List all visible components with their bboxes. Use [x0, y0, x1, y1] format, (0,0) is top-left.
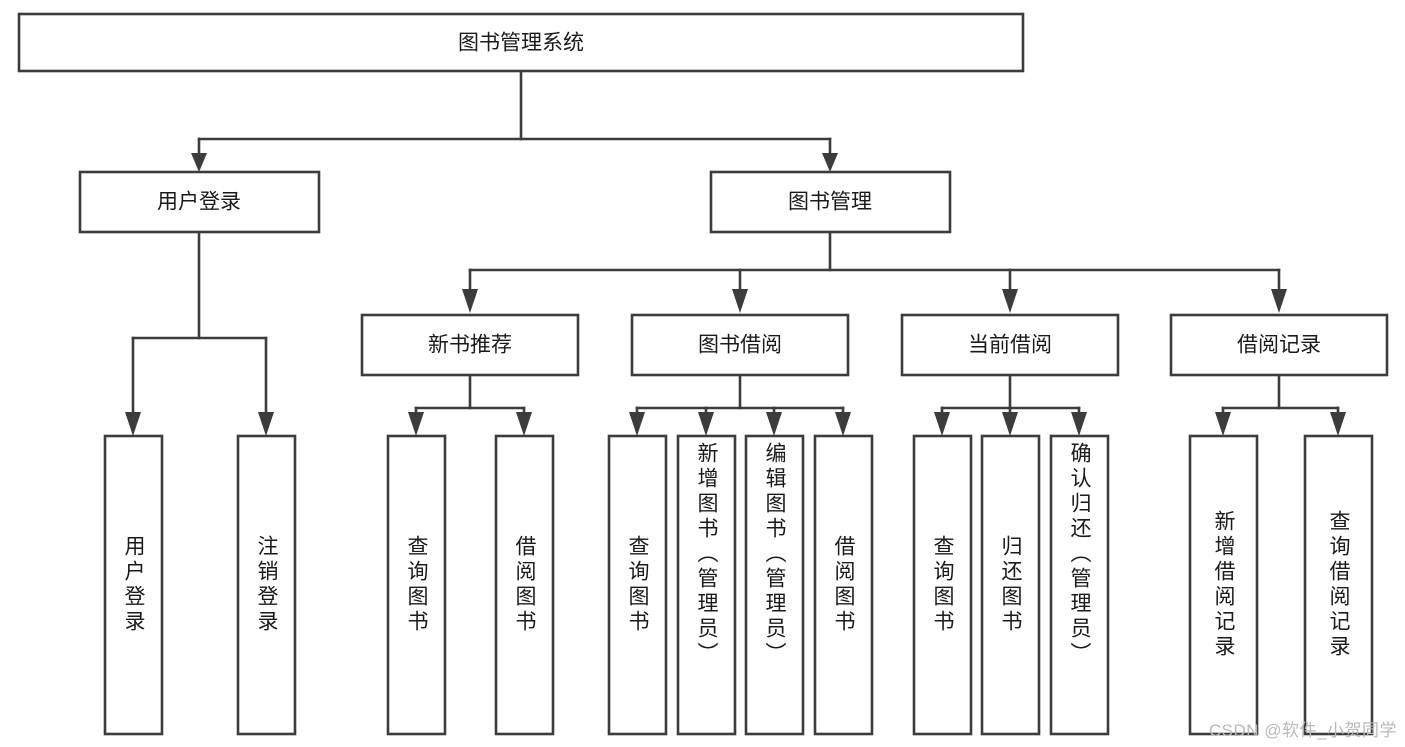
connector-group-bookborrow-to-leaves: [629, 373, 851, 436]
node-new-book-recommend[interactable]: 新书推荐: [360, 313, 580, 377]
node-book-borrow-label: 图书借阅: [698, 334, 782, 357]
arrow-head-to-book-management: [822, 153, 838, 172]
arrow-head-leaf-query-book-1: [408, 412, 424, 436]
arrow-head-to-current-borrow: [1002, 289, 1018, 313]
node-book-borrow-box[interactable]: [630, 313, 850, 377]
node-root-system[interactable]: 图书管理系统: [17, 12, 1025, 73]
connector-group-userlogin-to-leaves: [125, 230, 274, 436]
node-leaf-confirm-return-box[interactable]: [1049, 434, 1110, 736]
arrow-head-leaf-borrow-book-2: [835, 412, 851, 436]
node-leaf-user-login-box[interactable]: [103, 434, 164, 736]
node-current-borrow-box[interactable]: [900, 313, 1120, 377]
arrow-head-leaf-borrow-book-1: [516, 412, 532, 436]
node-book-management-box[interactable]: [709, 170, 952, 234]
arrow-head-leaf-return-book: [1002, 412, 1018, 436]
watermark-text: CSDN @软件_小贺同学: [1208, 721, 1397, 740]
arrow-head-leaf-confirm-return: [1071, 412, 1087, 436]
connector-group-root-to-level2: [191, 69, 838, 172]
node-book-management[interactable]: 图书管理: [709, 170, 952, 234]
node-current-borrow-label: 当前借阅: [968, 334, 1052, 357]
node-leaf-return-book-box[interactable]: [980, 434, 1041, 736]
node-book-borrow[interactable]: 图书借阅: [630, 313, 850, 377]
node-borrow-record-box[interactable]: [1169, 313, 1389, 377]
connector-group-newbook-to-leaves: [408, 373, 532, 436]
node-new-book-recommend-label: 新书推荐: [428, 334, 512, 357]
arrow-head-to-new-book-recommend: [462, 289, 478, 313]
node-book-management-label: 图书管理: [788, 191, 872, 214]
node-leaf-logout-box[interactable]: [236, 434, 297, 736]
node-root-system-label: 图书管理系统: [458, 32, 584, 55]
connector-group-bookmgmt-to-level3: [462, 230, 1287, 313]
node-leaf-query-book-1-box[interactable]: [386, 434, 447, 736]
arrow-head-to-borrow-record: [1271, 289, 1287, 313]
node-leaf-add-record-box[interactable]: [1188, 434, 1259, 736]
node-leaf-edit-book-box[interactable]: [744, 434, 805, 736]
arrow-head-leaf-logout: [258, 412, 274, 436]
node-user-login-box[interactable]: [78, 170, 321, 234]
node-leaf-query-book-2-box[interactable]: [607, 434, 668, 736]
arrow-head-leaf-add-record: [1215, 412, 1231, 436]
arrow-head-leaf-query-book-3: [934, 412, 950, 436]
node-user-login-label: 用户登录: [157, 191, 241, 214]
arrow-head-leaf-query-record: [1330, 412, 1346, 436]
node-root-system-box[interactable]: [17, 12, 1025, 73]
node-borrow-record-label: 借阅记录: [1237, 334, 1321, 357]
node-leaf-borrow-book-2-box[interactable]: [813, 434, 874, 736]
arrow-head-to-book-borrow: [732, 289, 748, 313]
arrow-head-leaf-add-book: [698, 412, 714, 436]
node-leaf-query-record-box[interactable]: [1303, 434, 1374, 736]
node-leaf-add-book-box[interactable]: [676, 434, 737, 736]
arrow-head-leaf-query-book-2: [629, 412, 645, 436]
connector-group-currentborrow-to-leaves: [934, 373, 1087, 436]
connector-group-borrowrecord-to-leaves: [1215, 373, 1346, 436]
arrow-head-leaf-edit-book: [766, 412, 782, 436]
node-new-book-recommend-box[interactable]: [360, 313, 580, 377]
arrow-head-leaf-user-login: [125, 412, 141, 436]
node-leaf-query-book-3-box[interactable]: [912, 434, 973, 736]
arrow-head-to-user-login: [191, 153, 207, 172]
node-user-login[interactable]: 用户登录: [78, 170, 321, 234]
node-borrow-record[interactable]: 借阅记录: [1169, 313, 1389, 377]
node-leaf-borrow-book-1-box[interactable]: [494, 434, 555, 736]
node-current-borrow[interactable]: 当前借阅: [900, 313, 1120, 377]
